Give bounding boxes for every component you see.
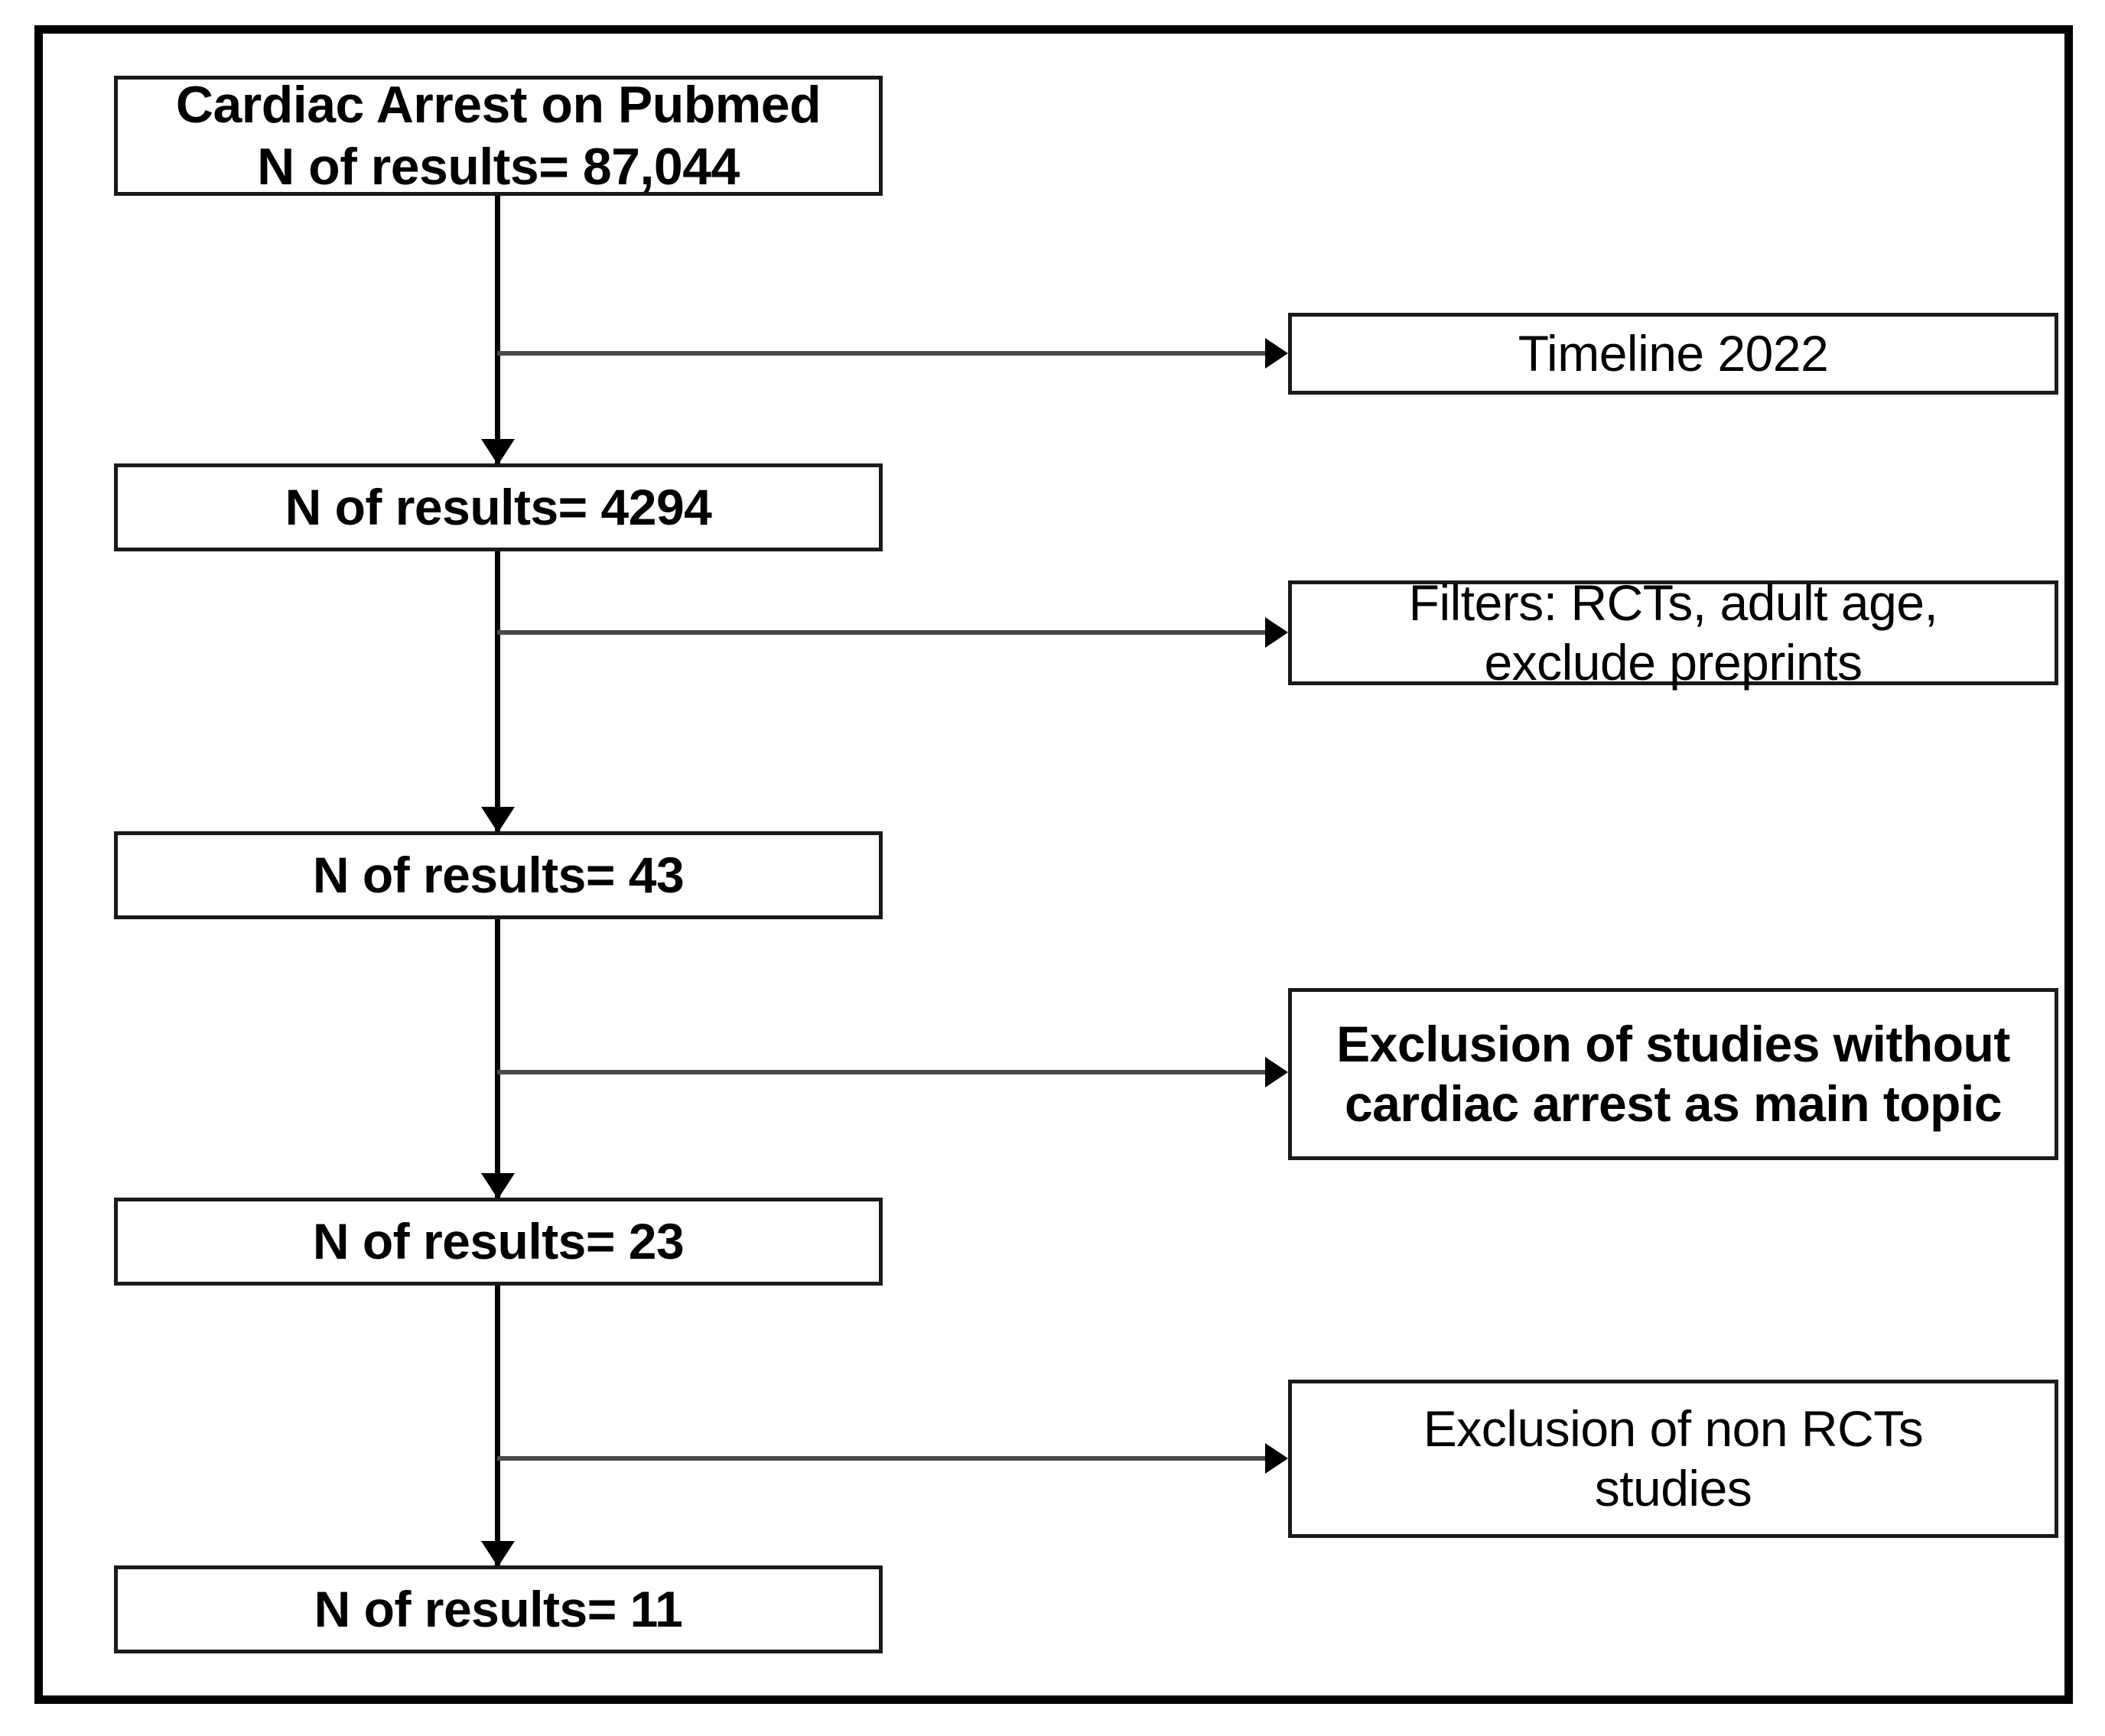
flow-stage-box-3: N of results= 43 — [114, 831, 883, 919]
stage-3-line-1: N of results= 43 — [312, 846, 685, 903]
filter-2-line-2: exclude preprints — [1484, 633, 1863, 691]
stage-1-line-1: Cardiac Arrest on Pubmed — [175, 76, 822, 135]
right-arrow-to-filter-4 — [497, 1456, 1268, 1461]
flow-stage-box-2: N of results= 4294 — [114, 463, 883, 551]
down-arrow-stage-1-to-2 — [495, 196, 500, 463]
flow-filter-box-1: Timeline 2022 — [1288, 313, 2058, 395]
figure-outer-frame: Cardiac Arrest on Pubmed N of results= 8… — [34, 25, 2073, 1704]
filter-3-line-1: Exclusion of studies without — [1336, 1015, 2010, 1072]
filter-1-line-1: Timeline 2022 — [1518, 324, 1829, 382]
flow-filter-box-2: Filters: RCTs, adult age, exclude prepri… — [1288, 574, 2058, 691]
down-arrow-stage-2-to-3 — [495, 551, 500, 831]
right-arrow-to-filter-1 — [497, 351, 1268, 356]
filter-2-line-1: Filters: RCTs, adult age, — [1408, 574, 1938, 631]
flow-stage-box-5: N of results= 11 — [114, 1565, 883, 1653]
stage-2-line-1: N of results= 4294 — [285, 478, 712, 535]
filter-4-line-1: Exclusion of non RCTs — [1423, 1400, 1924, 1457]
right-arrow-to-filter-3 — [497, 1070, 1268, 1074]
filter-4-line-2: studies — [1594, 1459, 1752, 1517]
filter-3-line-2: cardiac arrest as main topic — [1344, 1074, 2003, 1132]
flow-stage-box-1: Cardiac Arrest on Pubmed N of results= 8… — [114, 76, 883, 196]
flow-filter-box-4: Exclusion of non RCTs studies — [1288, 1380, 2058, 1538]
flow-filter-box-3: Exclusion of studies without cardiac arr… — [1288, 988, 2058, 1160]
down-arrow-stage-4-to-5 — [495, 1286, 500, 1565]
down-arrow-stage-3-to-4 — [495, 919, 500, 1198]
stage-1-line-2: N of results= 87,044 — [257, 137, 740, 196]
stage-4-line-1: N of results= 23 — [312, 1212, 685, 1269]
flow-stage-box-4: N of results= 23 — [114, 1198, 883, 1286]
stage-5-line-1: N of results= 11 — [314, 1580, 683, 1637]
right-arrow-to-filter-2 — [497, 630, 1268, 635]
